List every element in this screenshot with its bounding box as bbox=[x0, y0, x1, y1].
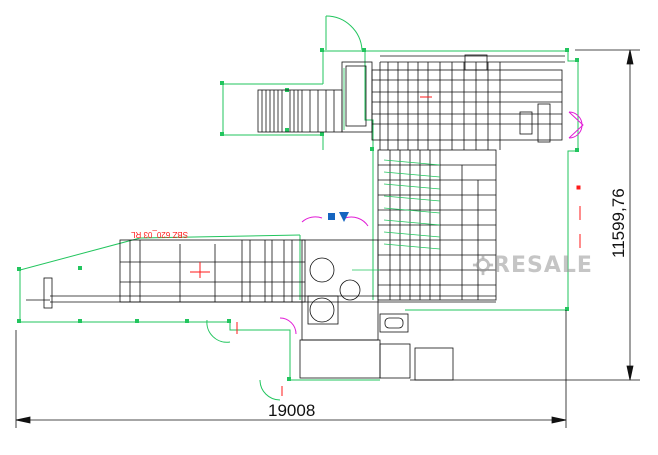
machine-body bbox=[26, 54, 565, 381]
machine-verticals bbox=[379, 62, 501, 150]
entry-markers bbox=[328, 212, 349, 222]
left-conveyor-uprights bbox=[129, 240, 293, 302]
width-dimension-label: 19008 bbox=[268, 401, 315, 420]
model-label: SBZ 620_03 RL bbox=[131, 230, 188, 239]
storage-rails bbox=[378, 150, 496, 300]
height-dimension bbox=[410, 49, 640, 381]
safety-fence-outline bbox=[19, 50, 579, 381]
watermark-text: RESALE bbox=[493, 253, 593, 278]
width-dimension bbox=[15, 310, 567, 428]
height-dimension-label: 11599,76 bbox=[609, 188, 628, 258]
gear-icon bbox=[472, 254, 494, 276]
door-swings bbox=[206, 15, 584, 401]
green-details bbox=[343, 68, 441, 271]
red-markers bbox=[190, 96, 581, 396]
roller-lines bbox=[261, 90, 335, 132]
